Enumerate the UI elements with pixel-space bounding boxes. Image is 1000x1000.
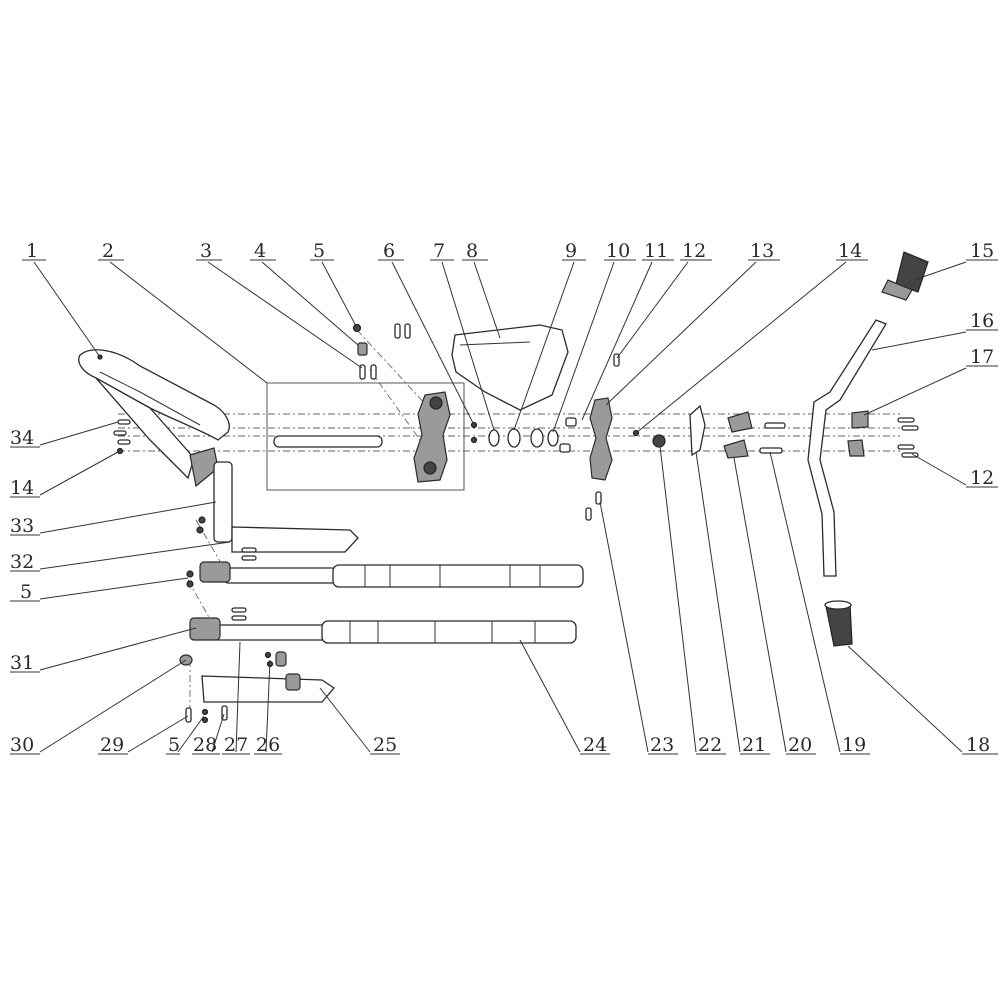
- callout-34: 34: [10, 427, 34, 449]
- callout-18: 18: [966, 734, 990, 756]
- callout-23: 23: [650, 734, 674, 756]
- callout-21: 21: [742, 734, 766, 756]
- handlebar-clamps: [652, 404, 919, 459]
- fork-leg-lower: [189, 617, 577, 644]
- callout-16: 16: [970, 310, 994, 332]
- upper-bolts: [352, 323, 411, 380]
- callout-labels: 1 2 3 4 5 6 7 8 9 10 11 12 13 14 15 16 1…: [10, 240, 994, 756]
- callout-33: 33: [10, 515, 34, 537]
- callout-32: 32: [10, 551, 34, 573]
- callout-24: 24: [583, 734, 607, 756]
- lower-triple-clamp: [559, 353, 620, 521]
- callout-28: 28: [193, 734, 217, 756]
- callout-14-top: 14: [838, 240, 862, 262]
- throttle-grip: [881, 251, 929, 301]
- headstock-assembly-frame: [266, 382, 465, 491]
- callout-5-bottom: 5: [168, 734, 180, 756]
- callout-17: 17: [970, 346, 994, 368]
- callout-29: 29: [100, 734, 124, 756]
- bearings-and-rings: [470, 421, 559, 448]
- callout-5-left: 5: [20, 581, 32, 603]
- fork-guard-lower: [201, 651, 335, 703]
- front-fairing: [78, 349, 230, 488]
- callout-12-right: 12: [970, 467, 994, 489]
- callout-2: 2: [102, 240, 114, 262]
- callout-10: 10: [606, 240, 630, 262]
- callout-15: 15: [970, 240, 994, 262]
- small-tube: [213, 461, 233, 543]
- handlebar: [807, 319, 887, 577]
- callout-26: 26: [256, 734, 280, 756]
- callout-4: 4: [254, 240, 266, 262]
- callout-19: 19: [842, 734, 866, 756]
- callout-13: 13: [750, 240, 774, 262]
- callout-27: 27: [224, 734, 248, 756]
- callout-8: 8: [466, 240, 478, 262]
- upper-triple-clamp: [413, 391, 451, 483]
- callout-1: 1: [26, 240, 38, 262]
- callout-11: 11: [644, 240, 668, 262]
- leader-lines: [10, 259, 998, 755]
- callout-30: 30: [10, 734, 34, 756]
- callout-9: 9: [565, 240, 577, 262]
- callout-6: 6: [383, 240, 395, 262]
- callout-25: 25: [373, 734, 397, 756]
- callout-12-top: 12: [682, 240, 706, 262]
- left-grip: [824, 600, 853, 647]
- headlight-mask: [451, 324, 569, 411]
- callout-22: 22: [698, 734, 722, 756]
- callout-20: 20: [788, 734, 812, 756]
- callout-3: 3: [200, 240, 212, 262]
- callout-14-left: 14: [10, 477, 34, 499]
- callout-31: 31: [10, 652, 34, 674]
- fork-guard-upper: [231, 526, 359, 553]
- lower-hardware: [113, 419, 640, 724]
- fork-leg-upper: [199, 561, 584, 588]
- callout-7: 7: [433, 240, 445, 262]
- callout-5-top: 5: [313, 240, 325, 262]
